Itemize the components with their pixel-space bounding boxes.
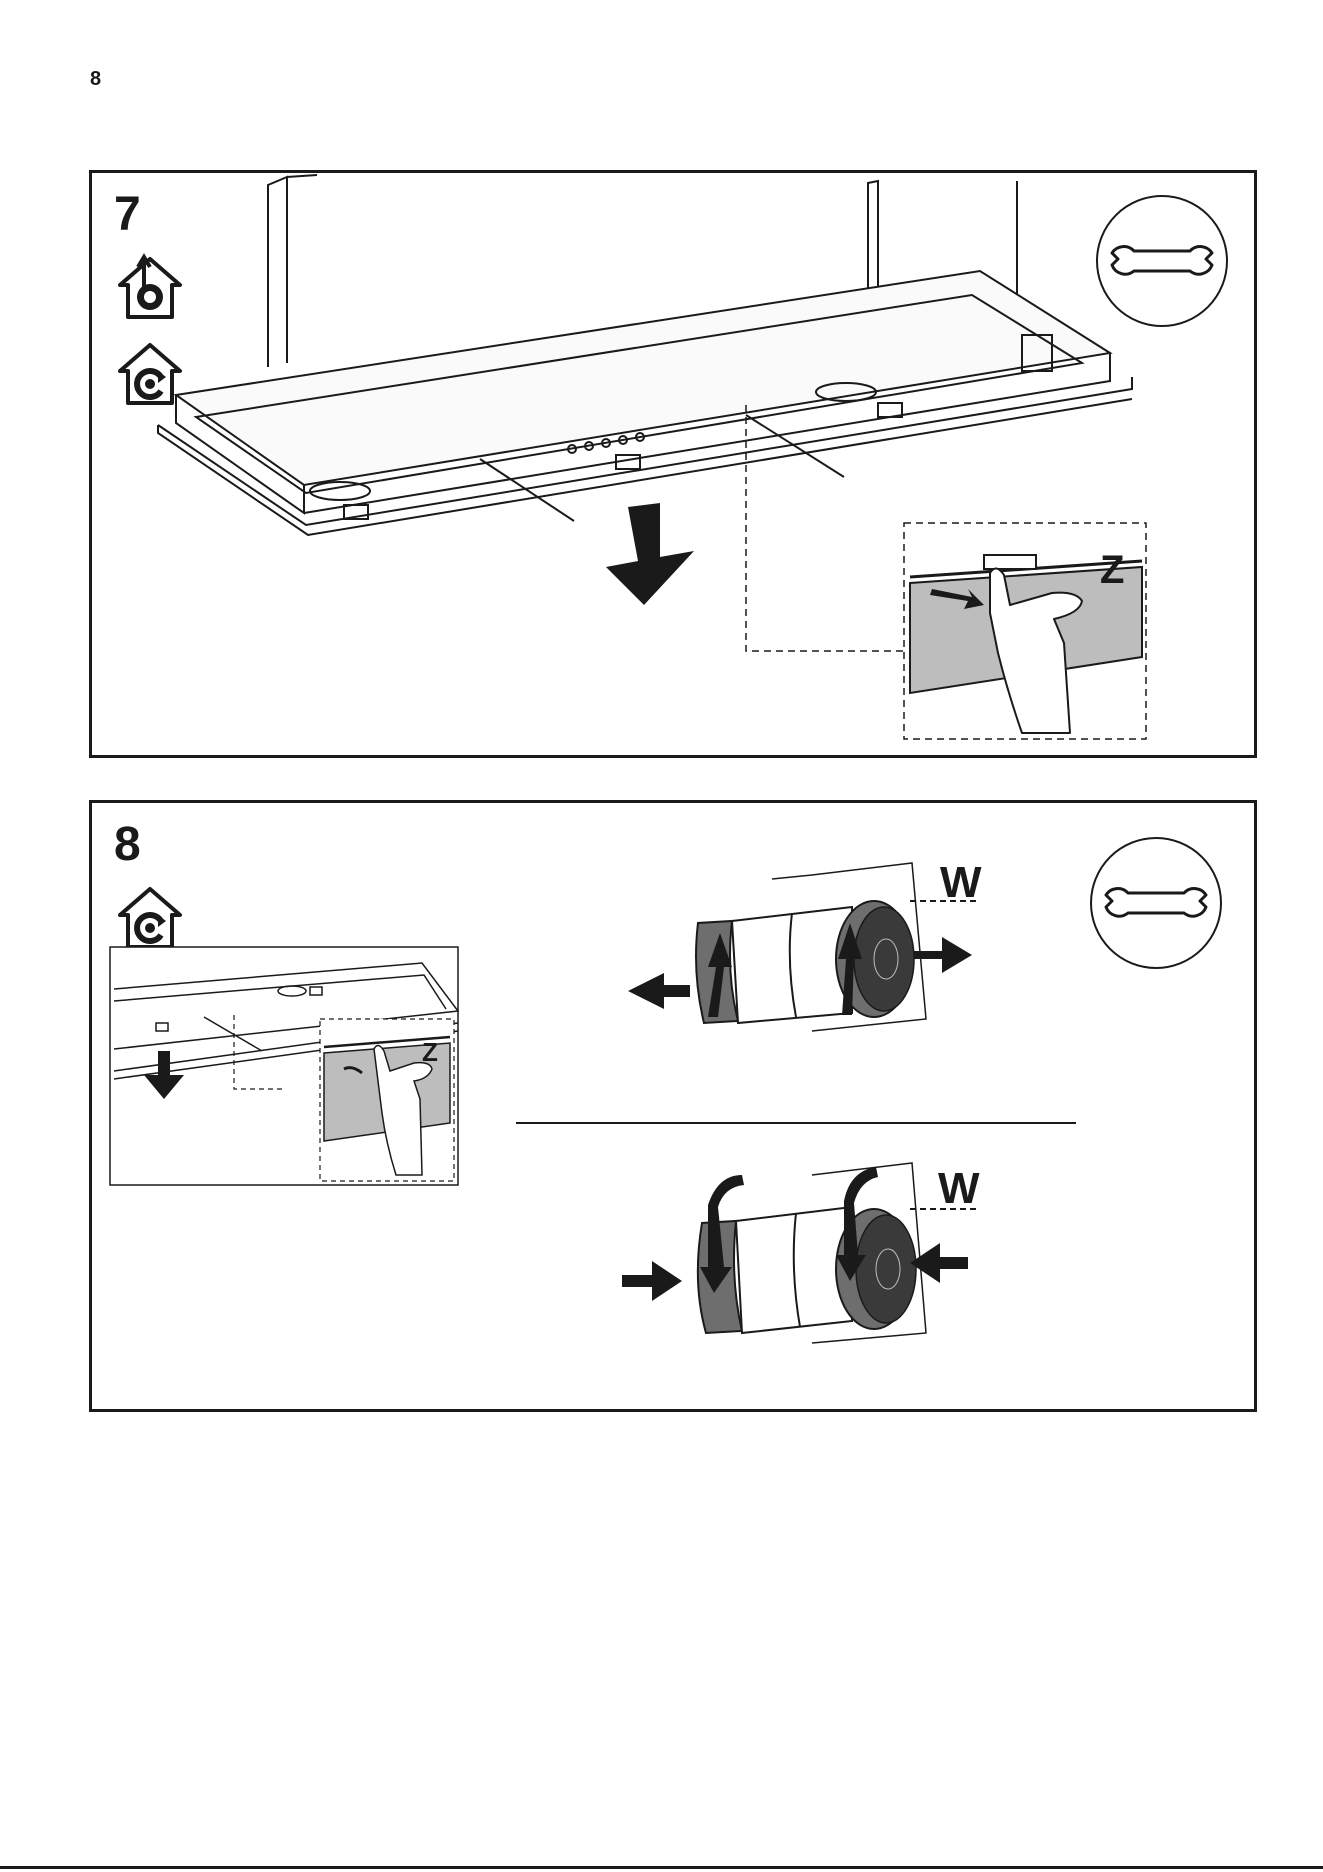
step-8-panel: 8	[89, 800, 1257, 1412]
page-bottom-rule	[0, 1866, 1323, 1869]
detail-label-z: Z	[1100, 548, 1124, 592]
filter-illustration: Z W	[92, 803, 1254, 1409]
hood-illustration: Z	[92, 173, 1254, 755]
step-7-recap-inset: Z	[110, 947, 458, 1185]
filter-removal-diagram: W	[628, 858, 982, 1031]
filter-label-w-top: W	[940, 858, 982, 907]
filter-label-w-bottom: W	[938, 1164, 980, 1213]
page-number: 8	[90, 68, 101, 91]
inset-label-z: Z	[422, 1037, 438, 1067]
step-7-panel: 7	[89, 170, 1257, 758]
filter-install-diagram: W	[622, 1163, 980, 1343]
